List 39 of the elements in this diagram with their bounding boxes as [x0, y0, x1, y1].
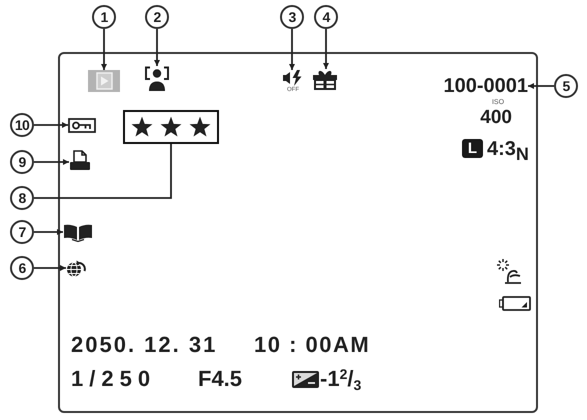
callout-number: 6	[10, 256, 34, 280]
iso-value: 400	[479, 108, 512, 127]
callout-number: 4	[314, 5, 338, 29]
date: 2050. 12. 31	[71, 334, 218, 356]
leader-line	[34, 265, 66, 271]
aperture: F4.5	[198, 368, 244, 390]
leader-line	[323, 29, 329, 69]
shutter-speed: 1/250	[71, 368, 158, 390]
callout-number: 5	[554, 74, 578, 98]
callout-number: 7	[10, 220, 34, 244]
gift-icon	[312, 69, 338, 90]
leader-line	[34, 122, 68, 128]
leader-line	[101, 29, 107, 70]
file-number: 100-0001	[434, 75, 528, 97]
face-detect-icon	[144, 66, 170, 91]
globe-icon	[66, 260, 86, 277]
flash-icon	[283, 70, 303, 86]
leader-line	[34, 229, 63, 235]
callout-number: 2	[145, 5, 169, 29]
playback-icon	[88, 70, 120, 92]
callout-number: 10	[10, 113, 34, 137]
leader-line	[528, 83, 554, 89]
leader-line	[289, 29, 295, 70]
exposure-value: -1$^{2}$/$_{3}$	[320, 368, 362, 390]
rating-box	[123, 110, 219, 144]
callout-number: 1	[92, 5, 116, 29]
lcd-screen	[58, 52, 538, 413]
book-icon	[63, 224, 93, 242]
leader-line	[34, 159, 69, 165]
callout-number: 8	[10, 186, 34, 210]
callout-number: 3	[280, 5, 304, 29]
leader-line	[34, 144, 172, 199]
key-icon	[68, 118, 96, 133]
printer-icon	[69, 150, 91, 171]
leader-line	[154, 29, 160, 66]
time: 10 : 00AM	[254, 334, 372, 356]
callout-number: 9	[10, 150, 34, 174]
size-badge: L	[462, 139, 483, 158]
aspect-ratio: 4:3$_{N}$	[487, 139, 530, 159]
